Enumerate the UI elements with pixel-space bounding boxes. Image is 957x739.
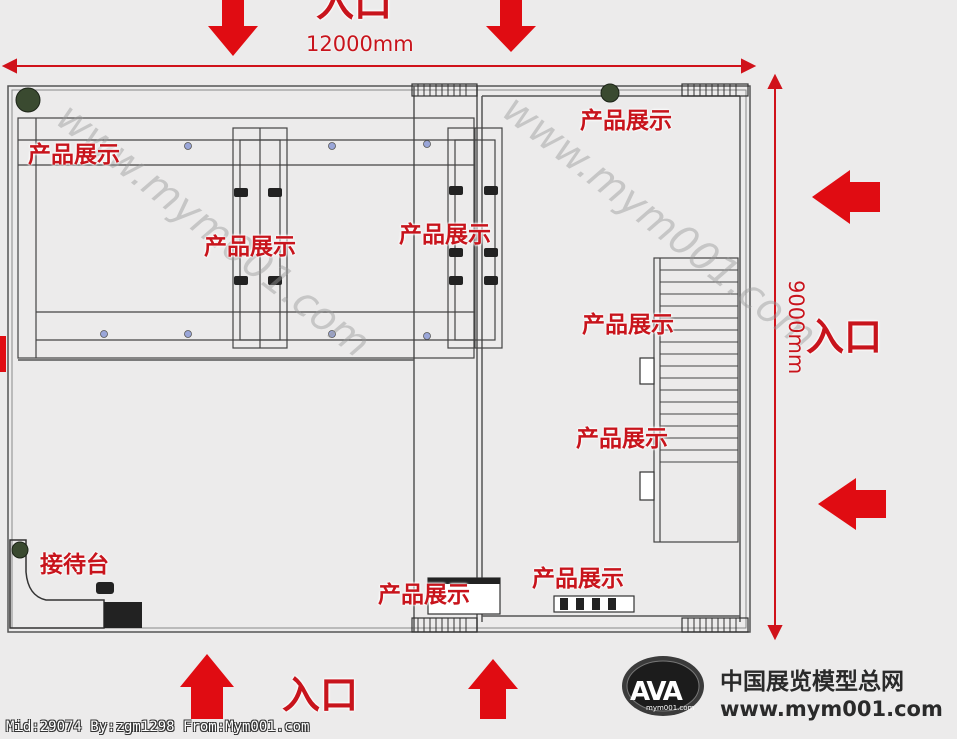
product-display-label: 产品展示 bbox=[28, 142, 120, 168]
logo-badge bbox=[622, 656, 704, 716]
entrance-label-top: 入口 bbox=[316, 0, 393, 25]
depth-dimension-label: 9000mm bbox=[784, 280, 808, 375]
right-display-shelf bbox=[653, 257, 739, 543]
product-display-label: 产品展示 bbox=[399, 222, 491, 248]
overhead-truss bbox=[17, 117, 503, 359]
booth-outline bbox=[7, 85, 751, 633]
product-display-label: 产品展示 bbox=[576, 426, 668, 452]
plants bbox=[11, 83, 620, 559]
product-display-label: 产品展示 bbox=[580, 108, 672, 134]
pillar-slats bbox=[417, 84, 737, 632]
reception-stools bbox=[96, 582, 142, 628]
pillar-caps bbox=[411, 83, 749, 633]
brand-name: 中国展览模型总网 bbox=[720, 669, 904, 695]
logo-mark: AVA bbox=[630, 677, 683, 707]
display-products bbox=[428, 578, 616, 610]
shelf-steps bbox=[660, 269, 738, 463]
product-display-label: 产品展示 bbox=[204, 234, 296, 260]
spotlights bbox=[100, 140, 431, 340]
width-dimension-line bbox=[1, 58, 757, 74]
entrance-label-bottom: 入口 bbox=[282, 673, 359, 717]
display-stands bbox=[234, 186, 498, 285]
product-display-label: 产品展示 bbox=[582, 312, 674, 338]
product-display-label: 产品展示 bbox=[532, 566, 624, 592]
entrance-label-right: 入口 bbox=[806, 315, 883, 359]
depth-dimension-line bbox=[767, 73, 783, 641]
footer-credit: Mid:29074 By:zgm1298 From:Mym001.com bbox=[6, 719, 310, 735]
entrance-arrows bbox=[0, 0, 886, 719]
width-dimension-label: 12000mm bbox=[306, 32, 414, 56]
logo-subtext: mym001.com bbox=[646, 704, 695, 712]
reception-desk-label: 接待台 bbox=[40, 552, 109, 578]
product-display-label: 产品展示 bbox=[378, 582, 470, 608]
brand-url: www.mym001.com bbox=[720, 697, 943, 721]
